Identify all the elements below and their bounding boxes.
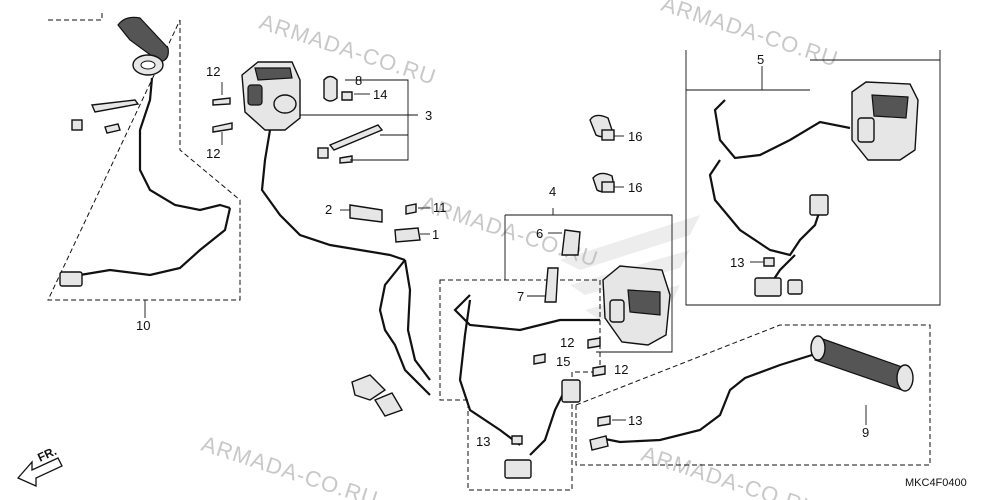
connector-3b xyxy=(373,392,404,417)
clamp-2 xyxy=(349,204,383,223)
callout-12b: 12 xyxy=(206,146,220,161)
cable-tie-3 xyxy=(328,124,384,151)
connector-5b xyxy=(754,277,782,297)
connector-5c xyxy=(787,279,803,295)
clamp-10 xyxy=(71,119,83,131)
clip-13c xyxy=(597,415,611,427)
connector-10 xyxy=(59,271,83,287)
callout-15: 15 xyxy=(556,354,570,369)
watermark-bottom-right: ARMADA-CO.RU xyxy=(638,441,821,500)
screw-15 xyxy=(533,353,546,365)
callout-14: 14 xyxy=(373,87,387,102)
bolt-12a xyxy=(212,97,231,106)
callout-9: 9 xyxy=(862,425,869,440)
connector-9 xyxy=(589,435,609,451)
group-10-frame xyxy=(47,10,241,301)
bolt-12c xyxy=(587,337,601,349)
callout-16b: 16 xyxy=(628,180,642,195)
bolt-12d xyxy=(592,365,606,377)
connector-5a xyxy=(809,194,829,216)
callout-12d: 12 xyxy=(614,362,628,377)
callout-7: 7 xyxy=(517,289,524,304)
clamp-8 xyxy=(323,75,338,102)
bracket-7 xyxy=(544,267,559,303)
callout-4: 4 xyxy=(549,184,556,199)
callout-3: 3 xyxy=(425,108,432,123)
bolt-12b xyxy=(212,122,233,133)
diagram-code: MKC4F0400 xyxy=(905,477,967,489)
clip-6 xyxy=(561,229,581,256)
watermark-bottom-left: ARMADA-CO.RU xyxy=(198,431,381,500)
screw-3 xyxy=(339,155,353,164)
connector-3a xyxy=(351,374,387,401)
screw-14 xyxy=(341,91,353,101)
group-5-frame xyxy=(685,50,941,306)
right-throttle-grip xyxy=(810,335,914,392)
callout-12c: 12 xyxy=(560,335,574,350)
clip-13b xyxy=(763,257,775,267)
group-9-frame xyxy=(575,324,931,466)
connector-4a xyxy=(561,379,581,403)
clip-13a xyxy=(511,435,523,445)
cable-tie-10 xyxy=(90,99,140,113)
callout-13a: 13 xyxy=(476,434,490,449)
callout-5: 5 xyxy=(757,52,764,67)
clamp-1 xyxy=(394,227,421,243)
right-handlebar-switch xyxy=(602,265,671,346)
bolt-10 xyxy=(104,123,121,134)
left-grip xyxy=(117,16,169,76)
clip-3 xyxy=(317,147,329,159)
clip-16a xyxy=(601,129,615,141)
group-15-frame xyxy=(439,279,601,491)
group-4-frame xyxy=(504,214,673,353)
callout-13b: 13 xyxy=(730,255,744,270)
bolt-11 xyxy=(405,203,417,215)
callout-13c: 13 xyxy=(628,413,642,428)
clip-16b xyxy=(601,181,615,193)
callout-12a: 12 xyxy=(206,64,220,79)
callout-8: 8 xyxy=(355,73,362,88)
callout-16a: 16 xyxy=(628,129,642,144)
callout-10: 10 xyxy=(136,318,150,333)
callout-2: 2 xyxy=(325,202,332,217)
front-direction-arrow xyxy=(16,457,63,488)
connector-4b xyxy=(504,459,532,479)
callout-6: 6 xyxy=(536,226,543,241)
right-switch-assembly-5 xyxy=(851,81,919,161)
callout-11: 11 xyxy=(433,200,447,215)
callout-1: 1 xyxy=(432,227,439,242)
callout-labels: 1 2 3 4 5 6 7 8 9 10 11 12 12 12 12 13 1… xyxy=(136,52,869,449)
left-handlebar-switch xyxy=(241,61,301,131)
